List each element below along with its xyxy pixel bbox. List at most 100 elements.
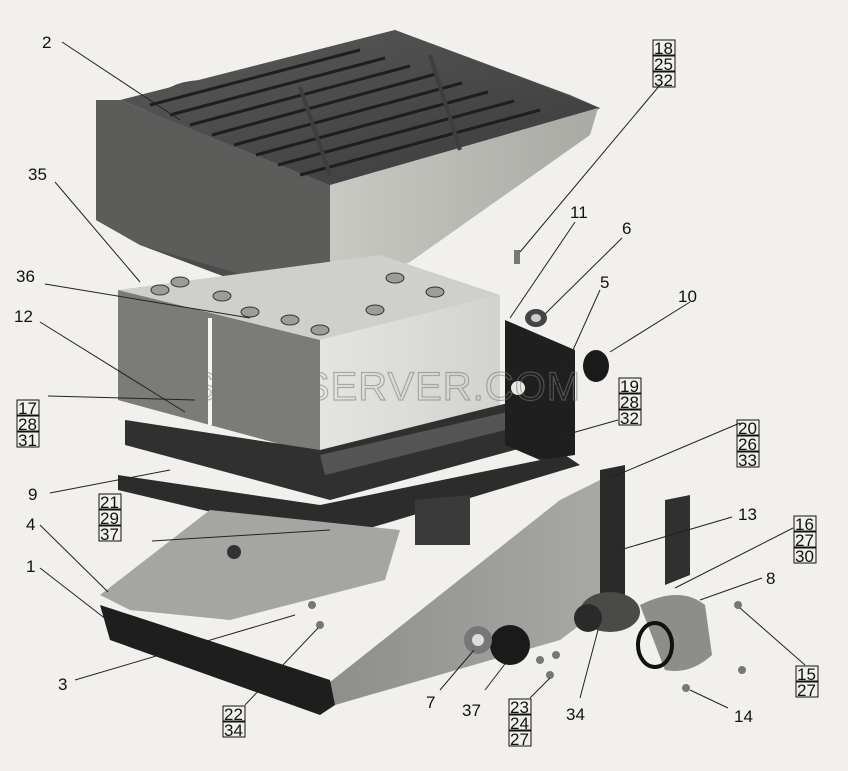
callout-14: 14 (734, 707, 753, 726)
callout-number: 28 (18, 415, 37, 434)
callout-number: 1 (26, 557, 35, 576)
callout-box (98, 525, 122, 542)
callout-11: 11 (570, 203, 588, 222)
callout-2: 2 (42, 33, 51, 52)
callout-number: 19 (620, 377, 639, 396)
leader-lines (39, 41, 806, 709)
ring-14 (636, 621, 674, 669)
callout-35: 35 (28, 165, 47, 184)
callout-number: 32 (654, 71, 673, 90)
plug-10 (583, 350, 609, 382)
callout-13: 13 (738, 505, 757, 524)
callout-number: 13 (738, 505, 757, 524)
bolt-11 (514, 250, 520, 264)
callout-number: 25 (654, 55, 673, 74)
callout-box (222, 705, 246, 722)
washer-7 (464, 626, 492, 654)
support-bracket (100, 465, 690, 715)
callout-box (736, 419, 760, 436)
callout-number: 23 (510, 698, 529, 717)
callout-number: 5 (600, 273, 609, 292)
callout-box (98, 509, 122, 526)
cover-8 (640, 595, 712, 671)
callout-9: 9 (28, 485, 37, 504)
lid (96, 30, 600, 305)
callout-number: 35 (28, 165, 47, 184)
callout-number: 26 (738, 435, 757, 454)
callout-box (16, 415, 40, 432)
callout-number: 4 (26, 515, 35, 534)
callout-box (508, 714, 532, 731)
callout-number: 30 (795, 547, 814, 566)
callout-number: 17 (18, 399, 37, 418)
callout-box (793, 547, 817, 564)
callout-number: 14 (734, 707, 753, 726)
callout-36: 36 (16, 267, 35, 286)
callout-number: 18 (654, 39, 673, 58)
callout-number: 34 (224, 721, 243, 740)
callout-number: 31 (18, 431, 37, 450)
watermark-text: SPECSERVER.COM (190, 365, 581, 409)
callout-number: 15 (797, 665, 816, 684)
callout-1: 1 (26, 557, 35, 576)
callout-box (795, 681, 819, 698)
callout-box (618, 393, 642, 410)
callout-number: 8 (766, 569, 775, 588)
callout-number: 21 (100, 493, 119, 512)
callout-number: 37 (100, 525, 119, 544)
callout-number: 22 (224, 705, 243, 724)
callout-box (652, 39, 676, 56)
callout-box (508, 698, 532, 715)
callout-box (793, 515, 817, 532)
callout-number: 27 (795, 531, 814, 550)
callout-number: 24 (510, 714, 529, 733)
callout-number: 27 (797, 681, 816, 700)
callout-box (508, 730, 532, 747)
screws-15-22 (308, 601, 746, 692)
battery-pair (118, 255, 500, 455)
callout-box (793, 531, 817, 548)
callout-box (736, 451, 760, 468)
callout-number: 10 (678, 287, 697, 306)
callout-4: 4 (26, 515, 35, 534)
callout-box (98, 493, 122, 510)
callout-number: 16 (795, 515, 814, 534)
callout-box (16, 399, 40, 416)
callout-number: 28 (620, 393, 639, 412)
callout-8: 8 (766, 569, 775, 588)
callout-number: 9 (28, 485, 37, 504)
callout-number: 2 (42, 33, 51, 52)
bushing-34 (574, 592, 640, 632)
lid-ventilation-slots (149, 48, 541, 177)
washer-6 (525, 309, 547, 327)
callout-12: 12 (14, 307, 33, 326)
screws-23-24 (536, 651, 560, 679)
callout-number: 11 (570, 203, 588, 222)
callout-6: 6 (622, 219, 631, 238)
callout-number: 34 (566, 705, 585, 724)
tray-frame (118, 320, 580, 540)
callout-number: 20 (738, 419, 757, 438)
cap-37 (490, 625, 530, 665)
callout-number: 33 (738, 451, 757, 470)
callout-number: 36 (16, 267, 35, 286)
callout-box (618, 409, 642, 426)
callout-number: 6 (622, 219, 631, 238)
callout-box (618, 377, 642, 394)
callout-box (222, 721, 246, 738)
callout-number: 29 (100, 509, 119, 528)
callout-10: 10 (678, 287, 697, 306)
callout-box (16, 431, 40, 448)
callout-box (795, 665, 819, 682)
